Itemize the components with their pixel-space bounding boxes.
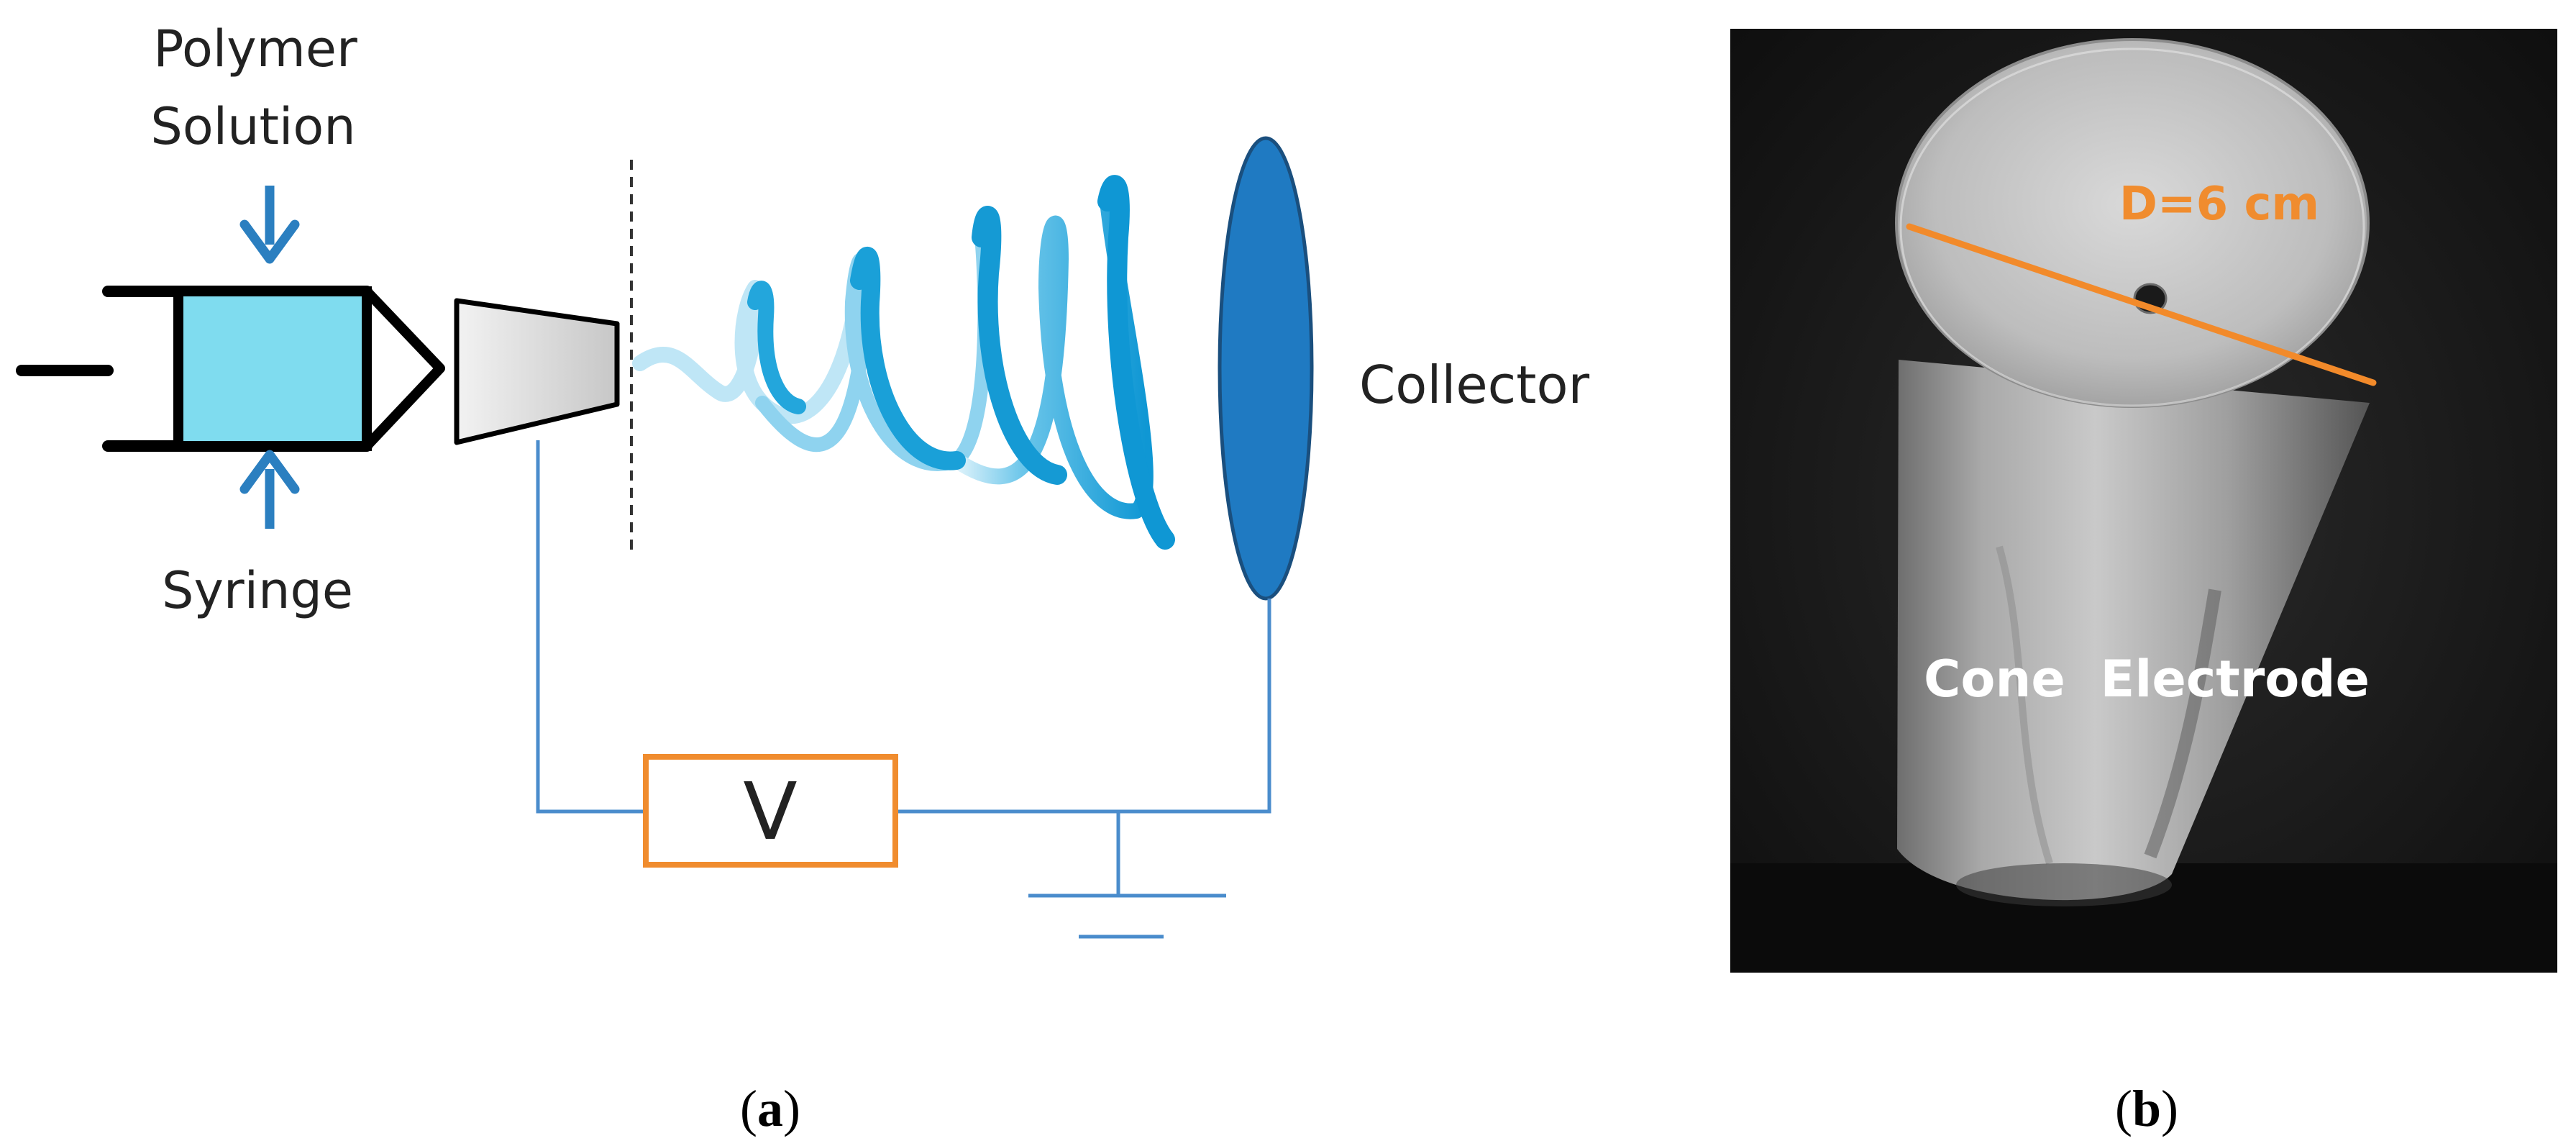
caption-b: (b) [2115, 1080, 2178, 1137]
polymer-label-line1: Polymer [153, 19, 357, 78]
panel-b: D=6 cm Cone Electrode (b) [1730, 29, 2557, 1137]
circuit-wires [536, 440, 1271, 896]
cone-electrode-photo [1730, 29, 2557, 973]
feed-arrow-icon [239, 186, 300, 264]
diameter-label: D=6 cm [2119, 178, 2319, 231]
collector-icon [1218, 136, 1314, 601]
cone-nozzle-icon [454, 298, 620, 445]
syringe-arrow-icon [239, 450, 300, 529]
voltage-label: V [743, 765, 797, 858]
diameter-line [1906, 223, 2377, 386]
syringe-label: Syringe [162, 561, 353, 620]
ground-symbol-icon [1028, 893, 1226, 939]
voltage-source-box [643, 754, 898, 868]
whipping-jet-icon [632, 175, 1175, 550]
panel-a: Polymer Solution Syringe [16, 19, 1589, 1137]
polymer-label-line2: Solution [150, 97, 355, 156]
caption-a: (a) [740, 1080, 800, 1137]
electrode-label: Cone Electrode [1924, 650, 2370, 709]
collector-label: Collector [1359, 355, 1589, 415]
syringe-icon [16, 286, 445, 452]
